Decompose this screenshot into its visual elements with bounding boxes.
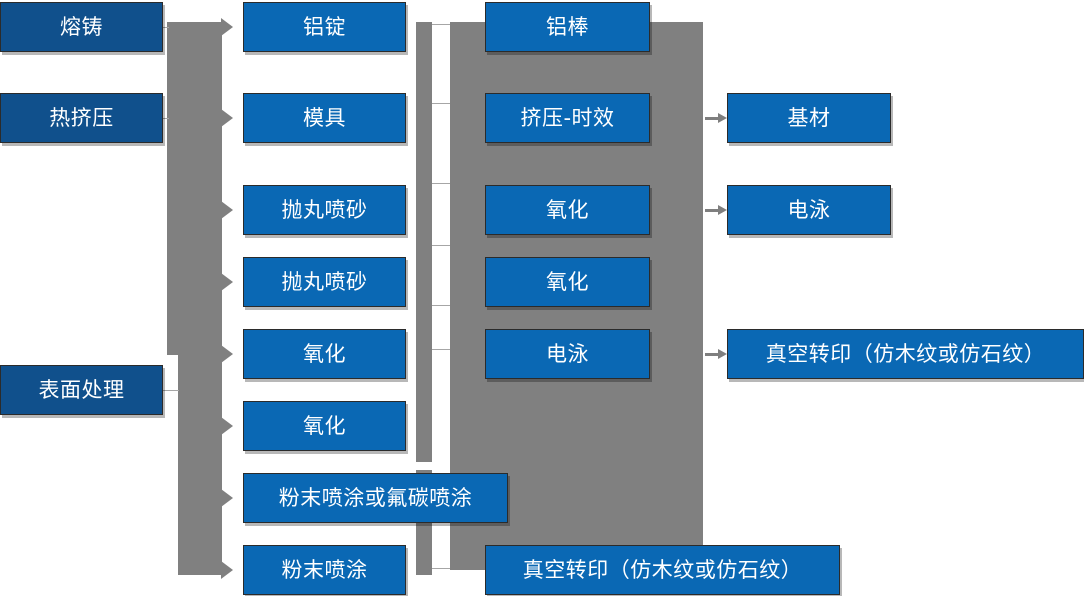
tick-connector-2 [432,103,452,104]
stage-box-surface-treatment[interactable]: 表面处理 [0,365,163,415]
stage-box-powder-coating[interactable]: 粉末喷涂 [243,545,406,595]
tick-connector-4 [432,245,452,246]
stage-box-aluminum-ingot[interactable]: 铝锭 [243,2,406,52]
connector-block-left-lower [178,355,222,575]
stage-label: 抛丸喷砂 [281,197,368,222]
stage-label: 粉末喷涂 [281,557,368,582]
stage-label: 挤压-时效 [520,105,615,130]
stage-label: 模具 [303,105,346,130]
stage-box-melt-casting[interactable]: 熔铸 [0,2,163,52]
stage-box-aluminum-bar[interactable]: 铝棒 [485,2,650,52]
stage-label: 粉末喷涂或氟碳喷涂 [278,485,473,510]
stage-label: 熔铸 [60,14,103,39]
stage-label: 氧化 [303,341,346,366]
stub-melt-casting [163,27,169,28]
stage-label: 氧化 [546,269,589,294]
connector-arrow-tip-2 [221,109,233,127]
stage-label: 铝锭 [303,14,346,39]
connector-arrow-tip-6 [221,417,233,435]
connector-arrow-tip-7 [221,489,233,507]
stage-box-oxidation-3[interactable]: 氧化 [485,185,650,235]
stub-surface-treatment [163,390,179,391]
stage-label: 真空转印（仿木纹或仿石纹） [765,341,1046,366]
stage-label: 真空转印（仿木纹或仿石纹） [522,557,803,582]
tick-connector-1 [432,24,452,25]
stage-box-substrate[interactable]: 基材 [727,93,891,143]
stage-box-vacuum-transfer-2[interactable]: 真空转印（仿木纹或仿石纹） [727,329,1084,379]
stage-box-shot-blasting-1[interactable]: 抛丸喷砂 [243,185,406,235]
stage-label: 氧化 [303,413,346,438]
stage-label: 热挤压 [49,105,114,130]
stage-box-oxidation-2[interactable]: 氧化 [243,401,406,451]
tick-connector-3 [432,183,452,184]
connector-arrow-tip-4 [221,273,233,291]
stage-box-shot-blasting-2[interactable]: 抛丸喷砂 [243,257,406,307]
stage-box-oxidation-1[interactable]: 氧化 [243,329,406,379]
connector-arrow-tip-8 [221,561,233,579]
stage-box-vacuum-transfer-1[interactable]: 真空转印（仿木纹或仿石纹） [485,545,840,595]
tick-connector-6 [432,349,452,350]
stage-label: 基材 [787,105,831,130]
tick-connector-7 [432,568,452,569]
stub-hot-extrusion [163,118,169,119]
stage-box-oxidation-4[interactable]: 氧化 [485,257,650,307]
stage-box-powder-or-fluorocarbon-coating[interactable]: 粉末喷涂或氟碳喷涂 [243,473,508,523]
stage-label: 电泳 [546,341,589,366]
stage-box-extrusion-aging[interactable]: 挤压-时效 [485,93,650,143]
connector-arrow-tip-3 [221,201,233,219]
stage-label: 铝棒 [546,14,589,39]
stage-label: 电泳 [787,197,831,222]
stage-label: 表面处理 [38,377,125,402]
stage-box-hot-extrusion[interactable]: 热挤压 [0,93,163,143]
connector-block-left-upper [167,22,222,355]
tick-connector-5 [432,305,452,306]
connector-arrow-tip-5 [221,345,233,363]
stage-label: 抛丸喷砂 [281,269,368,294]
stage-box-electrophoresis-2[interactable]: 电泳 [727,185,891,235]
stage-box-electrophoresis-1[interactable]: 电泳 [485,329,650,379]
stage-label: 氧化 [546,197,589,222]
connector-bar-mid-upper [416,22,432,462]
stage-box-mold[interactable]: 模具 [243,93,406,143]
connector-arrow-tip-1 [221,18,233,36]
